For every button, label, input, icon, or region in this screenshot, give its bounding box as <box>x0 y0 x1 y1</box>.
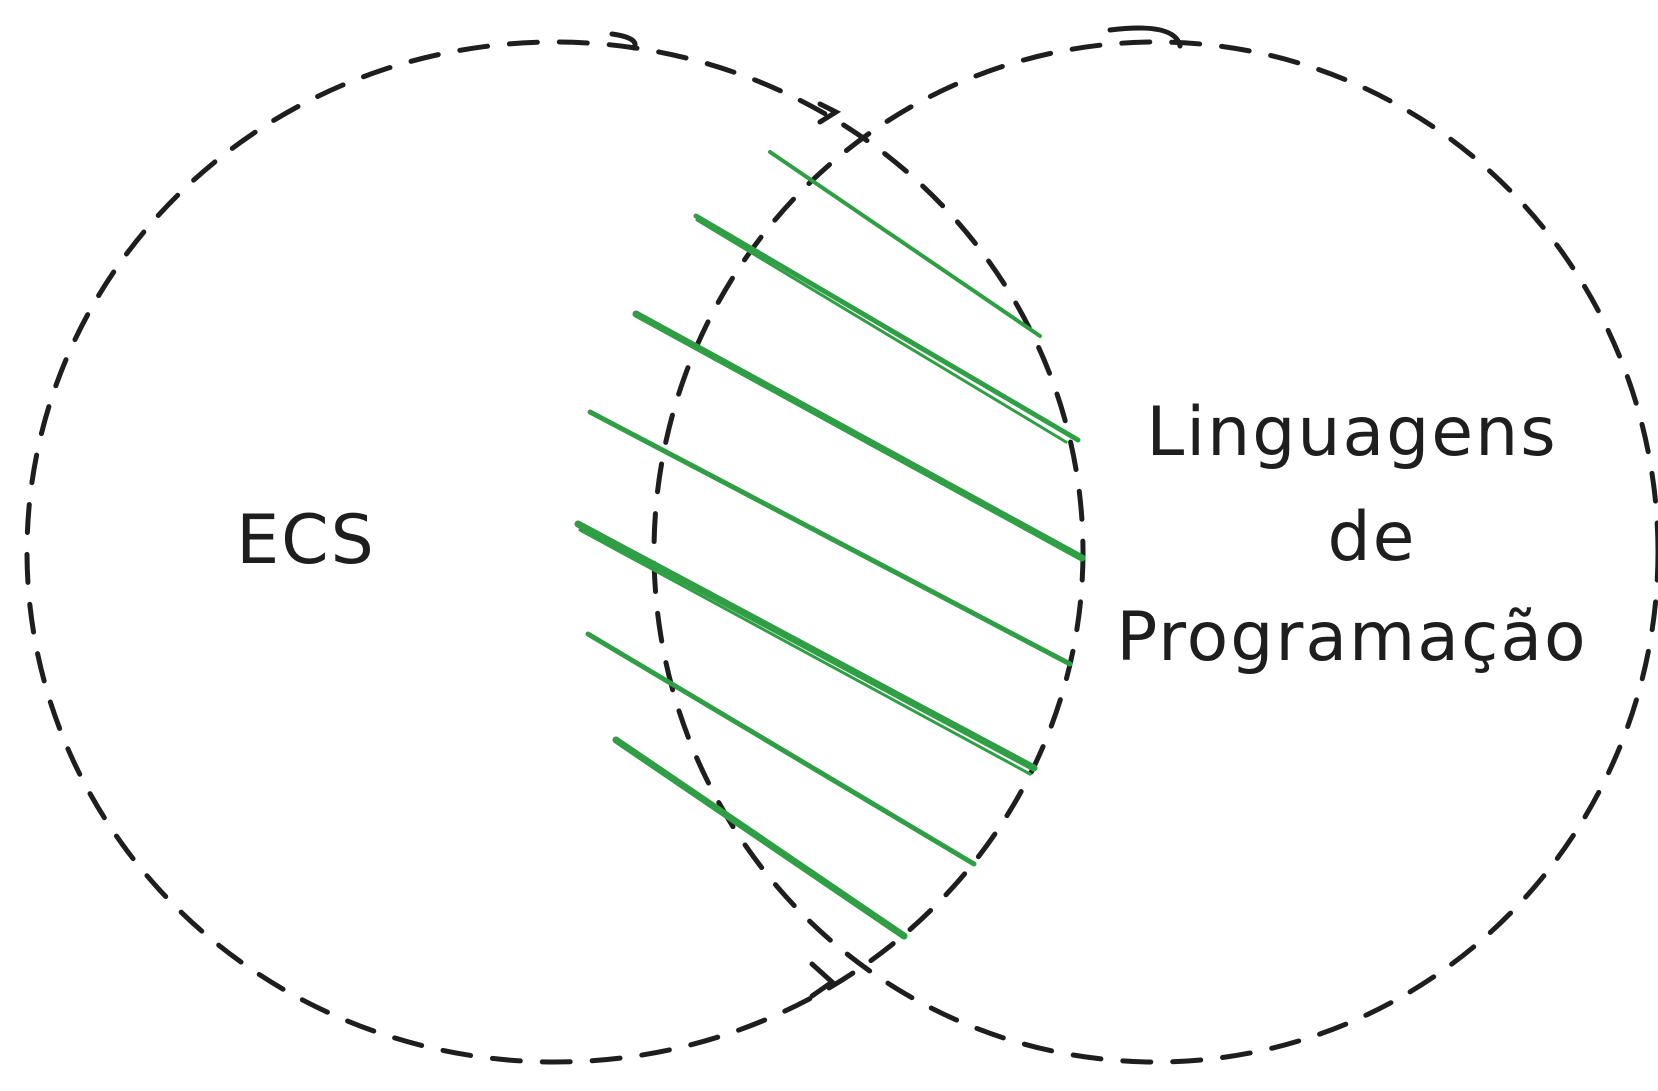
set-ecs-outline <box>24 39 1086 1065</box>
set-ecs-label: ECS <box>236 501 376 580</box>
set-programming-languages-outline <box>651 39 1658 1065</box>
set-programming-languages-label-line-1: Linguagens <box>1146 393 1557 472</box>
set-programming-languages-outline-hook-left <box>817 101 842 125</box>
set-ecs-outline-hook-top <box>609 31 638 51</box>
hatch-line <box>695 218 1068 444</box>
hatch-line <box>768 150 1042 338</box>
hatch-line <box>632 310 1086 562</box>
hatch-line <box>587 409 1073 667</box>
hatch-line <box>693 213 1081 443</box>
hatch-line <box>612 736 908 940</box>
set-programming-languages-label-line-3: Programação <box>1116 598 1587 677</box>
hatch-line <box>574 520 1038 772</box>
set-ecs-outline-hook-bottom <box>809 961 837 999</box>
hatch-line <box>585 631 977 867</box>
set-programming-languages-outline-hook-top <box>1107 25 1183 49</box>
hatch-line <box>578 528 1032 776</box>
set-programming-languages-label-line-2: de <box>1328 498 1417 577</box>
intersection-hatching <box>574 150 1086 940</box>
